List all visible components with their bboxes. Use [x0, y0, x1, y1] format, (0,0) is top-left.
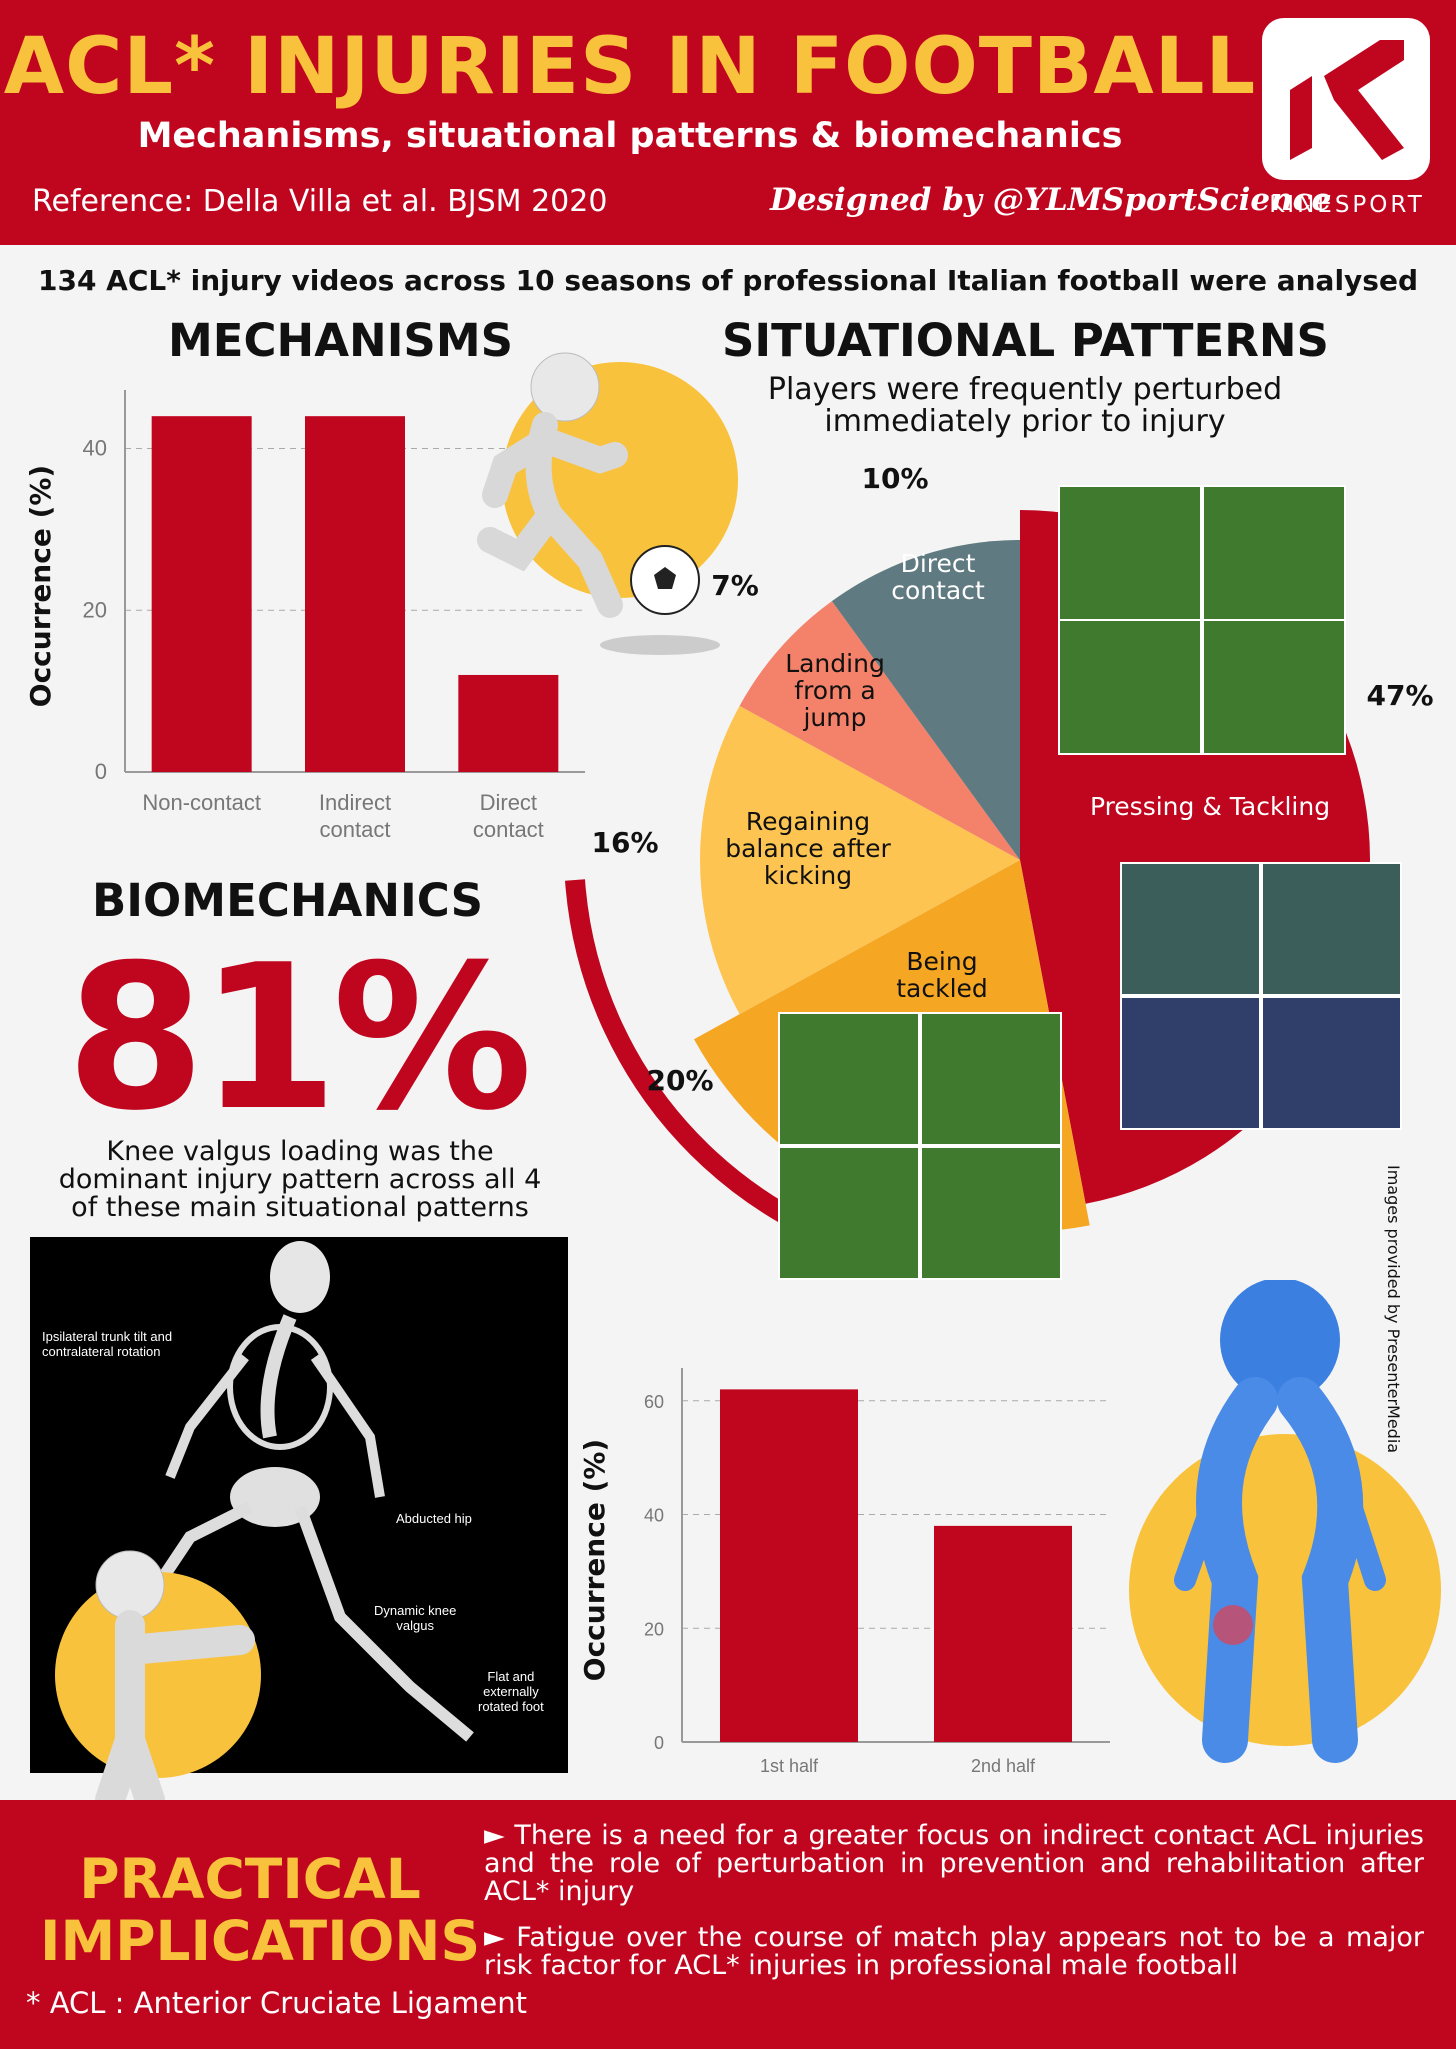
- situational-title: SITUATIONAL PATTERNS: [722, 314, 1329, 367]
- y-tick-label: 20: [644, 1619, 664, 1639]
- slice-percent: 47%: [1366, 679, 1433, 712]
- reference-text: Reference: Della Villa et al. BJSM 2020: [32, 184, 608, 219]
- bar: [934, 1525, 1072, 1742]
- skeleton-illustration: [145, 1241, 474, 1742]
- bar: [151, 416, 252, 772]
- slice-percent: 16%: [591, 826, 658, 859]
- acl-definition: * ACL : Anterior Cruciate Ligament: [26, 1986, 527, 2020]
- slice-percent: 20%: [646, 1064, 713, 1097]
- category-label: Non-contact: [142, 790, 261, 815]
- figure-shadow: [600, 635, 720, 655]
- slice-percent: 10%: [861, 462, 928, 495]
- mechanisms-title: MECHANISMS: [168, 314, 514, 367]
- knee-valgus-text: Knee valgus loading was the dominant inj…: [40, 1138, 560, 1222]
- pie-slice: [831, 540, 1020, 860]
- situational-subtitle-line2: immediately prior to injury: [824, 404, 1226, 439]
- figure-body: [477, 412, 628, 618]
- label-foot: Flat and externally rotated foot: [478, 1669, 544, 1714]
- bar: [720, 1389, 858, 1742]
- situational-subtitle-line1: Players were frequently perturbed: [767, 372, 1283, 407]
- designer-credit: Designed by @YLMSportScience: [770, 182, 1332, 218]
- y-axis-label: Occurrence (%): [578, 1439, 611, 1681]
- intro-text: 134 ACL* injury videos across 10 seasons…: [37, 264, 1418, 297]
- y-tick-label: 40: [644, 1506, 664, 1526]
- y-tick-label: 0: [654, 1733, 664, 1753]
- knee-text-line1: Knee valgus loading was the: [106, 1136, 494, 1167]
- pie-slice: [739, 601, 1020, 860]
- y-tick-label: 60: [644, 1392, 664, 1412]
- header-banner: [0, 0, 1456, 245]
- kinesport-logo: [1262, 18, 1430, 180]
- implication-1: ► There is a need for a greater focus on…: [484, 1820, 1424, 1907]
- category-label: 1st half: [760, 1756, 819, 1776]
- knee-text-line2: dominant injury pattern across all 4: [58, 1164, 542, 1195]
- biomechanics-big-value: 81%: [66, 922, 533, 1155]
- pressing-photo-panel: [1058, 485, 1346, 755]
- tackled-photo-panel: [778, 1012, 1062, 1280]
- knee-text-line3: of these main situational patterns: [71, 1192, 529, 1223]
- images-credit: Images provided by PresenterMedia: [1384, 1165, 1403, 1454]
- bar: [458, 674, 559, 772]
- biomechanics-title: BIOMECHANICS: [92, 874, 484, 927]
- running-figure-illustration: [477, 352, 738, 655]
- pie-slice: [700, 705, 1020, 1015]
- page-title: ACL* INJURIES IN FOOTBALL: [3, 22, 1257, 112]
- situational-subtitle: Players were frequently perturbed immedi…: [700, 374, 1350, 438]
- slice-label: Pressing & Tackling: [1090, 792, 1330, 821]
- label-hip: Abducted hip: [396, 1511, 472, 1526]
- k-logo-icon: [1290, 40, 1404, 160]
- logo-name: KINESPORT: [1269, 192, 1425, 218]
- footer-banner: [0, 1800, 1456, 2049]
- bar: [305, 416, 405, 772]
- y-tick-label: 0: [95, 759, 107, 784]
- y-tick-label: 20: [83, 597, 107, 622]
- slice-percent: 7%: [711, 569, 759, 602]
- halves-chart: 0 20 40 60 1st half 2nd half Occurrence (%): [578, 1368, 1110, 1776]
- pointing-figure-illustration: [55, 1550, 261, 1810]
- page-subtitle: Mechanisms, situational patterns & biome…: [137, 116, 1123, 156]
- practical-implications-title: PRACTICAL IMPLICATIONS: [40, 1847, 481, 1973]
- figure-head: [530, 352, 600, 422]
- label-knee: Dynamic knee valgus: [374, 1603, 457, 1633]
- y-tick-label: 40: [83, 436, 107, 461]
- blue-figure-illustration: [1129, 1280, 1441, 1763]
- y-axis-label: Occurrence (%): [24, 465, 57, 707]
- implication-2: ► Fatigue over the course of match play …: [484, 1922, 1424, 1981]
- category-label: 2nd half: [971, 1756, 1036, 1776]
- label-trunk: Ipsilateral trunk tilt and contralateral…: [42, 1329, 173, 1359]
- tackling-photo-panel: [1120, 862, 1402, 1130]
